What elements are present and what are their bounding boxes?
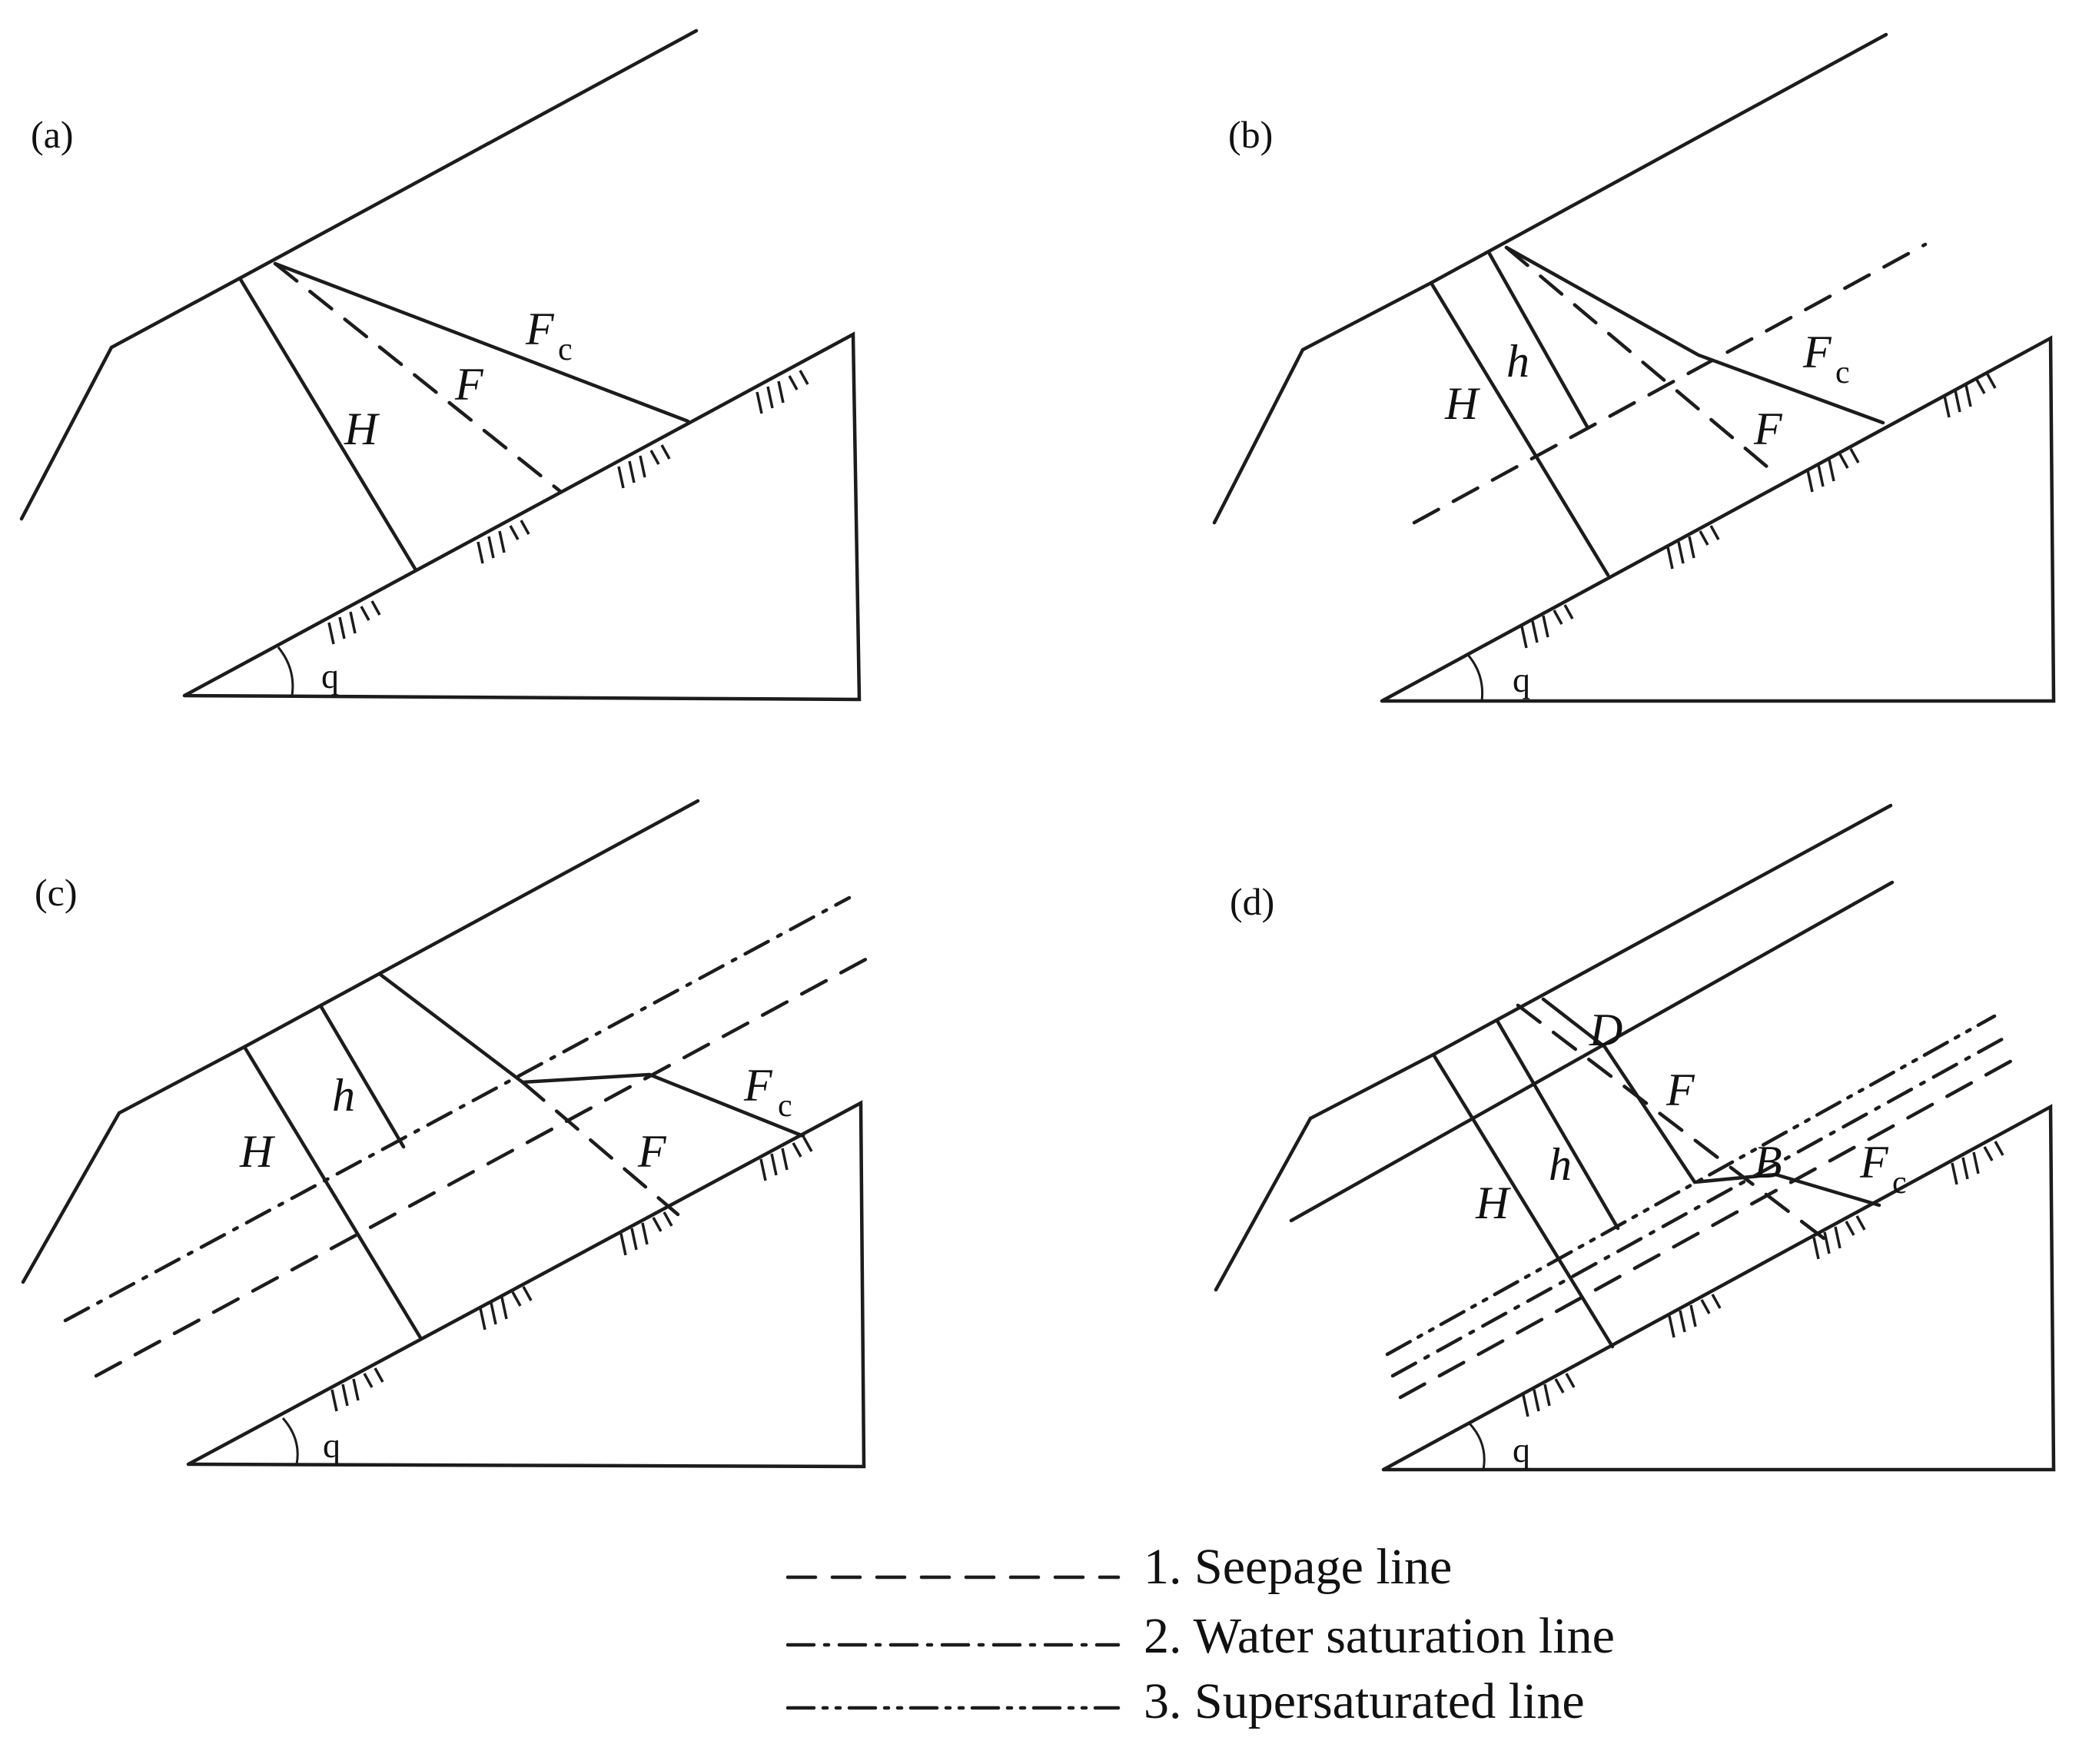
panel-d-H-label: H: [1475, 1178, 1512, 1228]
panel-b-F-label: F: [1753, 404, 1783, 454]
panel-c-saturation-line: [63, 895, 852, 1323]
panel-b-Fc-line: [1504, 245, 1885, 425]
panel-b-bedrock-triangle: [1380, 335, 2056, 703]
panel-b-angle-arc: [1466, 654, 1484, 702]
panel-c-angle-arc: [281, 1417, 299, 1465]
panel-b-H-label: H: [1444, 378, 1481, 429]
legend: 1. Seepage line 2. Water saturation line…: [785, 1539, 1615, 1729]
panel-d-h-line: [1495, 1018, 1620, 1231]
panel-c-H-line: [242, 1045, 423, 1341]
panel-c: (c) q H h F F c: [21, 799, 882, 1469]
panel-a-H-line: [237, 276, 417, 571]
panel-c-F-line: [520, 1080, 680, 1217]
panel-a-ground-surface: [19, 28, 699, 521]
panel-d-bedrock-triangle: [1381, 1104, 2056, 1472]
panel-d-H-line: [1431, 1052, 1615, 1349]
panel-b-angle-label: q: [1513, 660, 1530, 699]
panel-a-F-line: [273, 261, 563, 494]
legend-label-saturation: 2. Water saturation line: [1144, 1608, 1615, 1664]
panel-a: (a) q H F F c: [19, 28, 862, 702]
panel-d-F-line: [1516, 1003, 1833, 1246]
panel-a-F-label: F: [454, 359, 484, 410]
panel-c-Fc-subscript: c: [778, 1088, 792, 1124]
panel-d-D-label: D: [1589, 1005, 1622, 1055]
panel-c-h-line: [319, 1005, 406, 1149]
panel-c-Fc-line: [378, 972, 805, 1138]
panel-d-ground-surface: [1214, 803, 1893, 1292]
panel-b-tag: (b): [1228, 113, 1273, 156]
panel-c-F-label: F: [637, 1126, 667, 1177]
panel-a-bedrock-triangle: [182, 331, 862, 702]
panel-c-Fc-label: F: [743, 1060, 773, 1111]
panel-c-hatch-marks: [330, 1137, 813, 1412]
panel-b-Fc-subscript: c: [1835, 355, 1850, 390]
panel-d-Fc-line: [1541, 997, 1881, 1208]
panel-a-angle-label: q: [321, 656, 339, 696]
panel-a-tag: (a): [31, 113, 74, 156]
panel-a-Fc-label: F: [525, 304, 555, 354]
panel-b-h-line: [1487, 251, 1589, 429]
panel-d-angle-arc: [1468, 1422, 1486, 1470]
panel-b-seepage-line: [1412, 242, 1928, 525]
panel-d-layer-line: [1289, 880, 1895, 1223]
panel-b-F-line: [1504, 245, 1779, 477]
panel-a-hatch-marks: [327, 370, 809, 645]
panel-d-Fc-subscript: c: [1892, 1165, 1907, 1201]
panel-a-Fc-subscript: c: [558, 332, 573, 367]
panel-a-H-label: H: [344, 404, 380, 454]
panel-c-seepage-line: [94, 949, 882, 1378]
panel-a-Fc-line: [273, 261, 690, 424]
panel-b-Fc-label: F: [1802, 327, 1832, 377]
panel-d-seepage-line: [1398, 1052, 2025, 1400]
panel-d-B-label: B: [1754, 1137, 1782, 1188]
panel-c-ground-surface: [21, 799, 700, 1284]
panel-c-tag: (c): [35, 871, 78, 914]
panel-d-tag: (d): [1230, 880, 1274, 923]
panel-d-h-label: h: [1549, 1139, 1572, 1190]
panel-c-H-label: H: [239, 1126, 276, 1177]
panel-d-angle-label: q: [1513, 1430, 1530, 1470]
panel-d-F-label: F: [1666, 1065, 1695, 1115]
panel-b-H-line: [1429, 281, 1610, 577]
panel-c-angle-label: q: [323, 1426, 340, 1465]
panel-b-ground-surface: [1212, 32, 1888, 525]
panel-b-hatch-marks: [1520, 374, 1997, 649]
panel-c-h-label: h: [332, 1070, 355, 1121]
panel-b-h-label: h: [1506, 336, 1529, 387]
panel-c-bedrock-triangle: [186, 1100, 866, 1469]
panel-d-supersaturated-line: [1385, 1014, 1997, 1357]
panel-d-hatch-marks: [1522, 1141, 2004, 1417]
panel-b: (b) q H h F F c: [1212, 32, 2056, 703]
panel-a-angle-arc: [277, 646, 294, 696]
legend-label-seepage: 1. Seepage line: [1144, 1539, 1452, 1595]
panel-d: (d) q H h D F B F c: [1214, 803, 2056, 1472]
panel-d-Fc-label: F: [1859, 1137, 1889, 1188]
panel-d-saturation-line: [1390, 1037, 2004, 1378]
legend-label-supersaturated: 3. Supersaturated line: [1144, 1673, 1585, 1729]
